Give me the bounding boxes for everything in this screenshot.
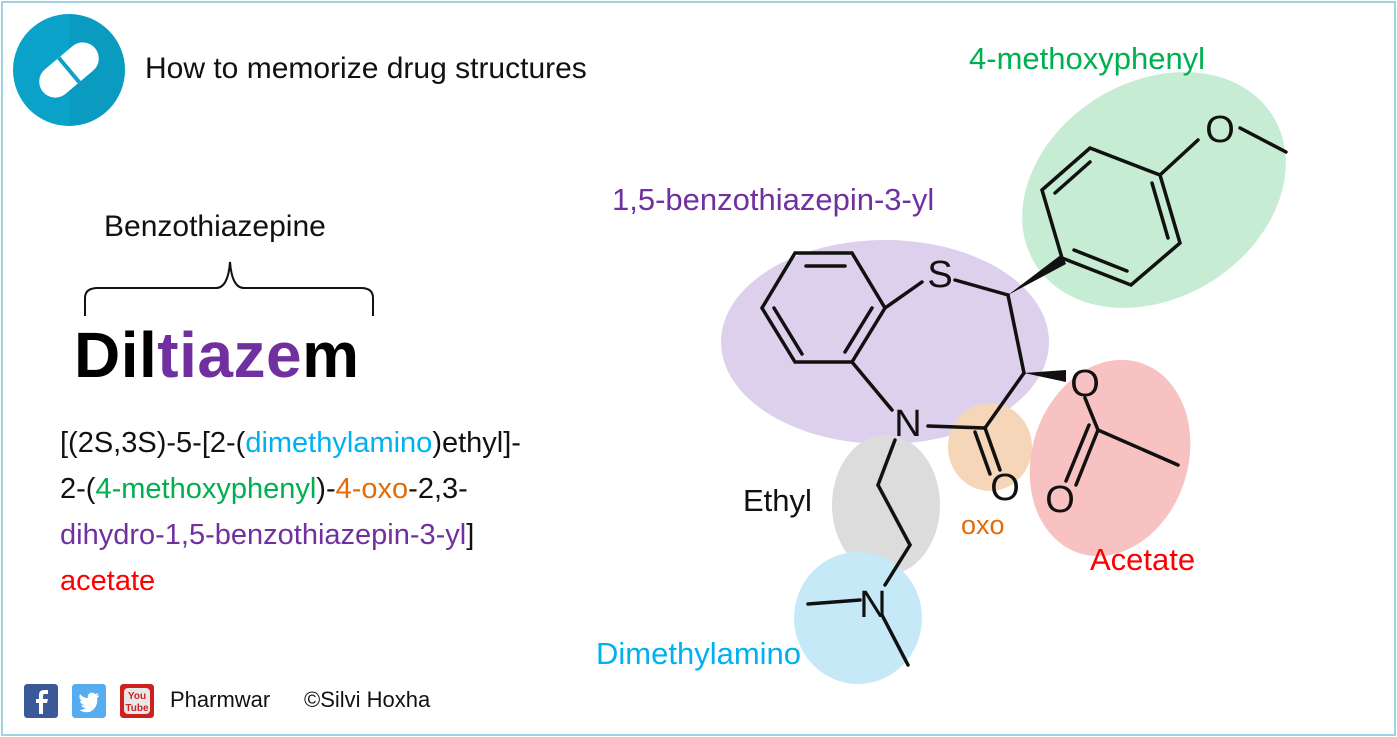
pill-logo-icon	[13, 14, 125, 126]
iupac-line-3: dihydro-1,5-benzothiazepin-3-yl]	[60, 512, 521, 558]
atom-n-amine: N	[859, 584, 886, 626]
iupac-segment: 2-(	[60, 473, 96, 505]
footer-brand: Pharmwar	[170, 687, 271, 712]
iupac-segment: acetate	[60, 565, 156, 597]
drug-name-part-3: m	[302, 319, 360, 391]
footer-copyright: ©Silvi Hoxha	[304, 687, 431, 712]
iupac-segment: [(2S,3S)-5-[2-(	[60, 427, 246, 459]
drug-name-part-2: tiaze	[157, 319, 303, 391]
iupac-segment: 4-methoxyphenyl	[95, 473, 317, 505]
youtube-icon-text-1: You	[128, 691, 146, 702]
iupac-segment: -2,3-	[408, 473, 468, 505]
label-ethyl: Ethyl	[743, 483, 812, 518]
iupac-segment: )-	[316, 473, 336, 505]
iupac-segment: )ethyl]-	[432, 427, 521, 459]
highlight-acetate	[1029, 359, 1191, 557]
atom-o-carbonyl: O	[990, 467, 1020, 509]
highlight-dimethylamino	[794, 552, 922, 684]
brace-label: Benzothiazepine	[104, 210, 326, 243]
drug-name: Diltiazem	[74, 318, 359, 392]
wedge-bond-ester	[1024, 370, 1066, 382]
twitter-icon[interactable]	[72, 684, 106, 718]
wedge-bond-phenyl	[1008, 254, 1066, 295]
iupac-segment: 4-oxo	[335, 473, 409, 505]
atom-o-methoxy: O	[1205, 109, 1235, 151]
iupac-line-4: acetate	[60, 558, 521, 604]
facebook-icon[interactable]	[24, 684, 58, 718]
youtube-icon[interactable]: You Tube	[120, 684, 154, 718]
atom-n-ring: N	[894, 403, 921, 445]
iupac-line-1: [(2S,3S)-5-[2-(dimethylamino)ethyl]-	[60, 420, 521, 466]
youtube-icon-text-2: Tube	[125, 703, 149, 714]
label-oxo: oxo	[961, 510, 1005, 540]
drug-name-part-1: Dil	[74, 319, 158, 391]
iupac-name: [(2S,3S)-5-[2-(dimethylamino)ethyl]- 2-(…	[60, 420, 521, 604]
highlight-ethyl	[832, 435, 940, 575]
atom-o-ester: O	[1070, 363, 1100, 405]
iupac-segment: dihydro-1,5-benzothiazepin-3-yl	[60, 519, 467, 551]
label-benzothiazepin: 1,5-benzothiazepin-3-yl	[612, 182, 935, 217]
iupac-line-2: 2-(4-methoxyphenyl)-4-oxo-2,3-	[60, 466, 521, 512]
highlight-benzothiazepin	[721, 240, 1049, 444]
label-methoxyphenyl: 4-methoxyphenyl	[969, 41, 1206, 76]
atom-o-acetyl: O	[1045, 479, 1075, 521]
curly-brace-icon	[84, 261, 374, 316]
label-acetate: Acetate	[1090, 542, 1196, 577]
page-title: How to memorize drug structures	[145, 52, 587, 85]
iupac-segment: ]	[466, 519, 475, 551]
label-dimethylamino: Dimethylamino	[596, 636, 802, 671]
iupac-segment: dimethylamino	[245, 427, 433, 459]
atom-s: S	[927, 254, 952, 296]
